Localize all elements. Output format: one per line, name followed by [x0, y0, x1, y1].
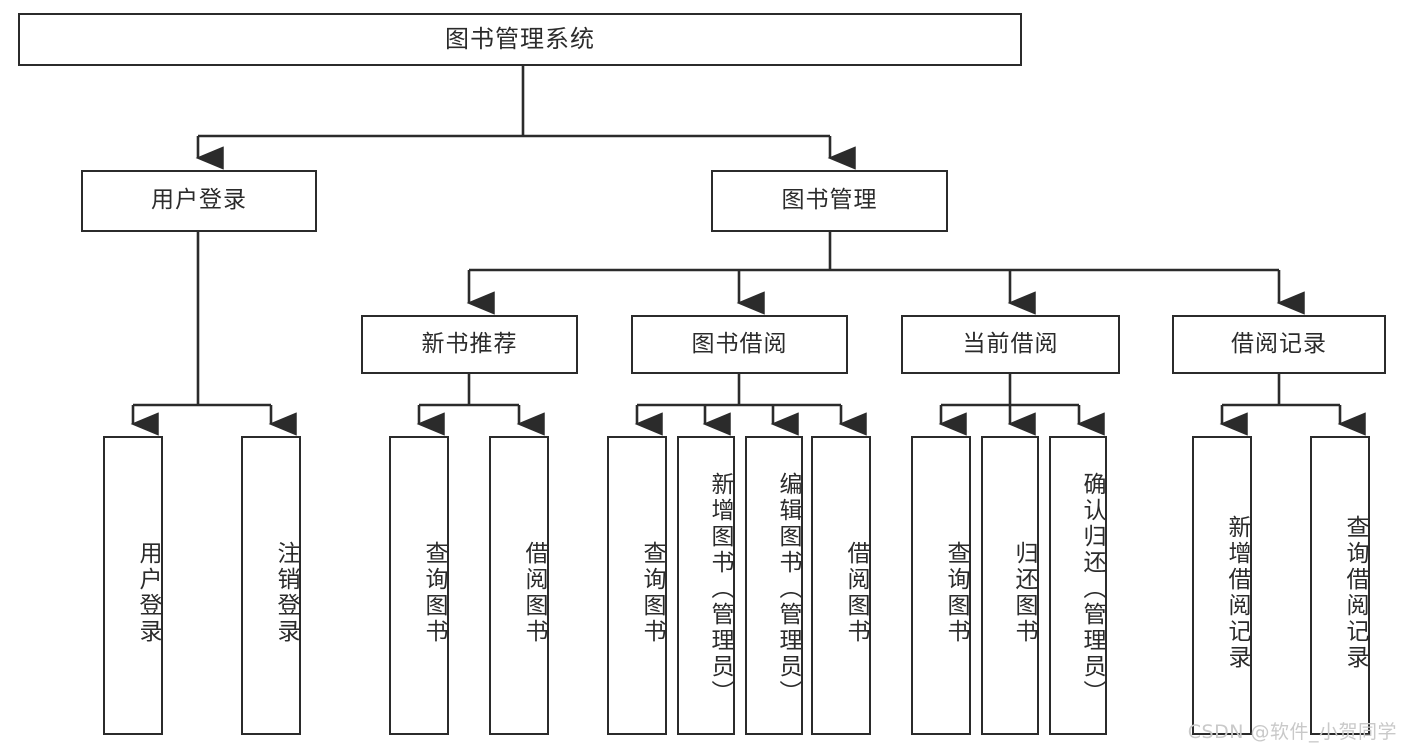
- leaf-return-book[interactable]: 归还图书: [981, 436, 1039, 735]
- leaf-query-book-3[interactable]: 查询图书: [911, 436, 971, 735]
- leaf-query-book-2[interactable]: 查询图书: [607, 436, 667, 735]
- leaf-query-book-1[interactable]: 查询图书: [389, 436, 449, 735]
- leaf-borrow-book-2[interactable]: 借阅图书: [811, 436, 871, 735]
- leaf-add-record[interactable]: 新增借阅记录: [1192, 436, 1252, 735]
- leaf-confirm-return[interactable]: 确认归还（管理员）: [1049, 436, 1107, 735]
- node-borrow-record[interactable]: 借阅记录: [1172, 315, 1386, 374]
- csdn-watermark: CSDN @软件_小贺同学: [1187, 721, 1397, 743]
- leaf-add-book[interactable]: 新增图书（管理员）: [677, 436, 735, 735]
- leaf-borrow-book-1[interactable]: 借阅图书: [489, 436, 549, 735]
- leaf-user-login[interactable]: 用户登录: [103, 436, 163, 735]
- node-book-manage[interactable]: 图书管理: [711, 170, 948, 232]
- leaf-logout[interactable]: 注销登录: [241, 436, 301, 735]
- node-current-borrow[interactable]: 当前借阅: [901, 315, 1120, 374]
- node-book-borrow[interactable]: 图书借阅: [631, 315, 848, 374]
- node-user-login[interactable]: 用户登录: [81, 170, 317, 232]
- leaf-edit-book[interactable]: 编辑图书（管理员）: [745, 436, 803, 735]
- node-new-book-recommend[interactable]: 新书推荐: [361, 315, 578, 374]
- leaf-query-record[interactable]: 查询借阅记录: [1310, 436, 1370, 735]
- node-root[interactable]: 图书管理系统: [18, 13, 1022, 66]
